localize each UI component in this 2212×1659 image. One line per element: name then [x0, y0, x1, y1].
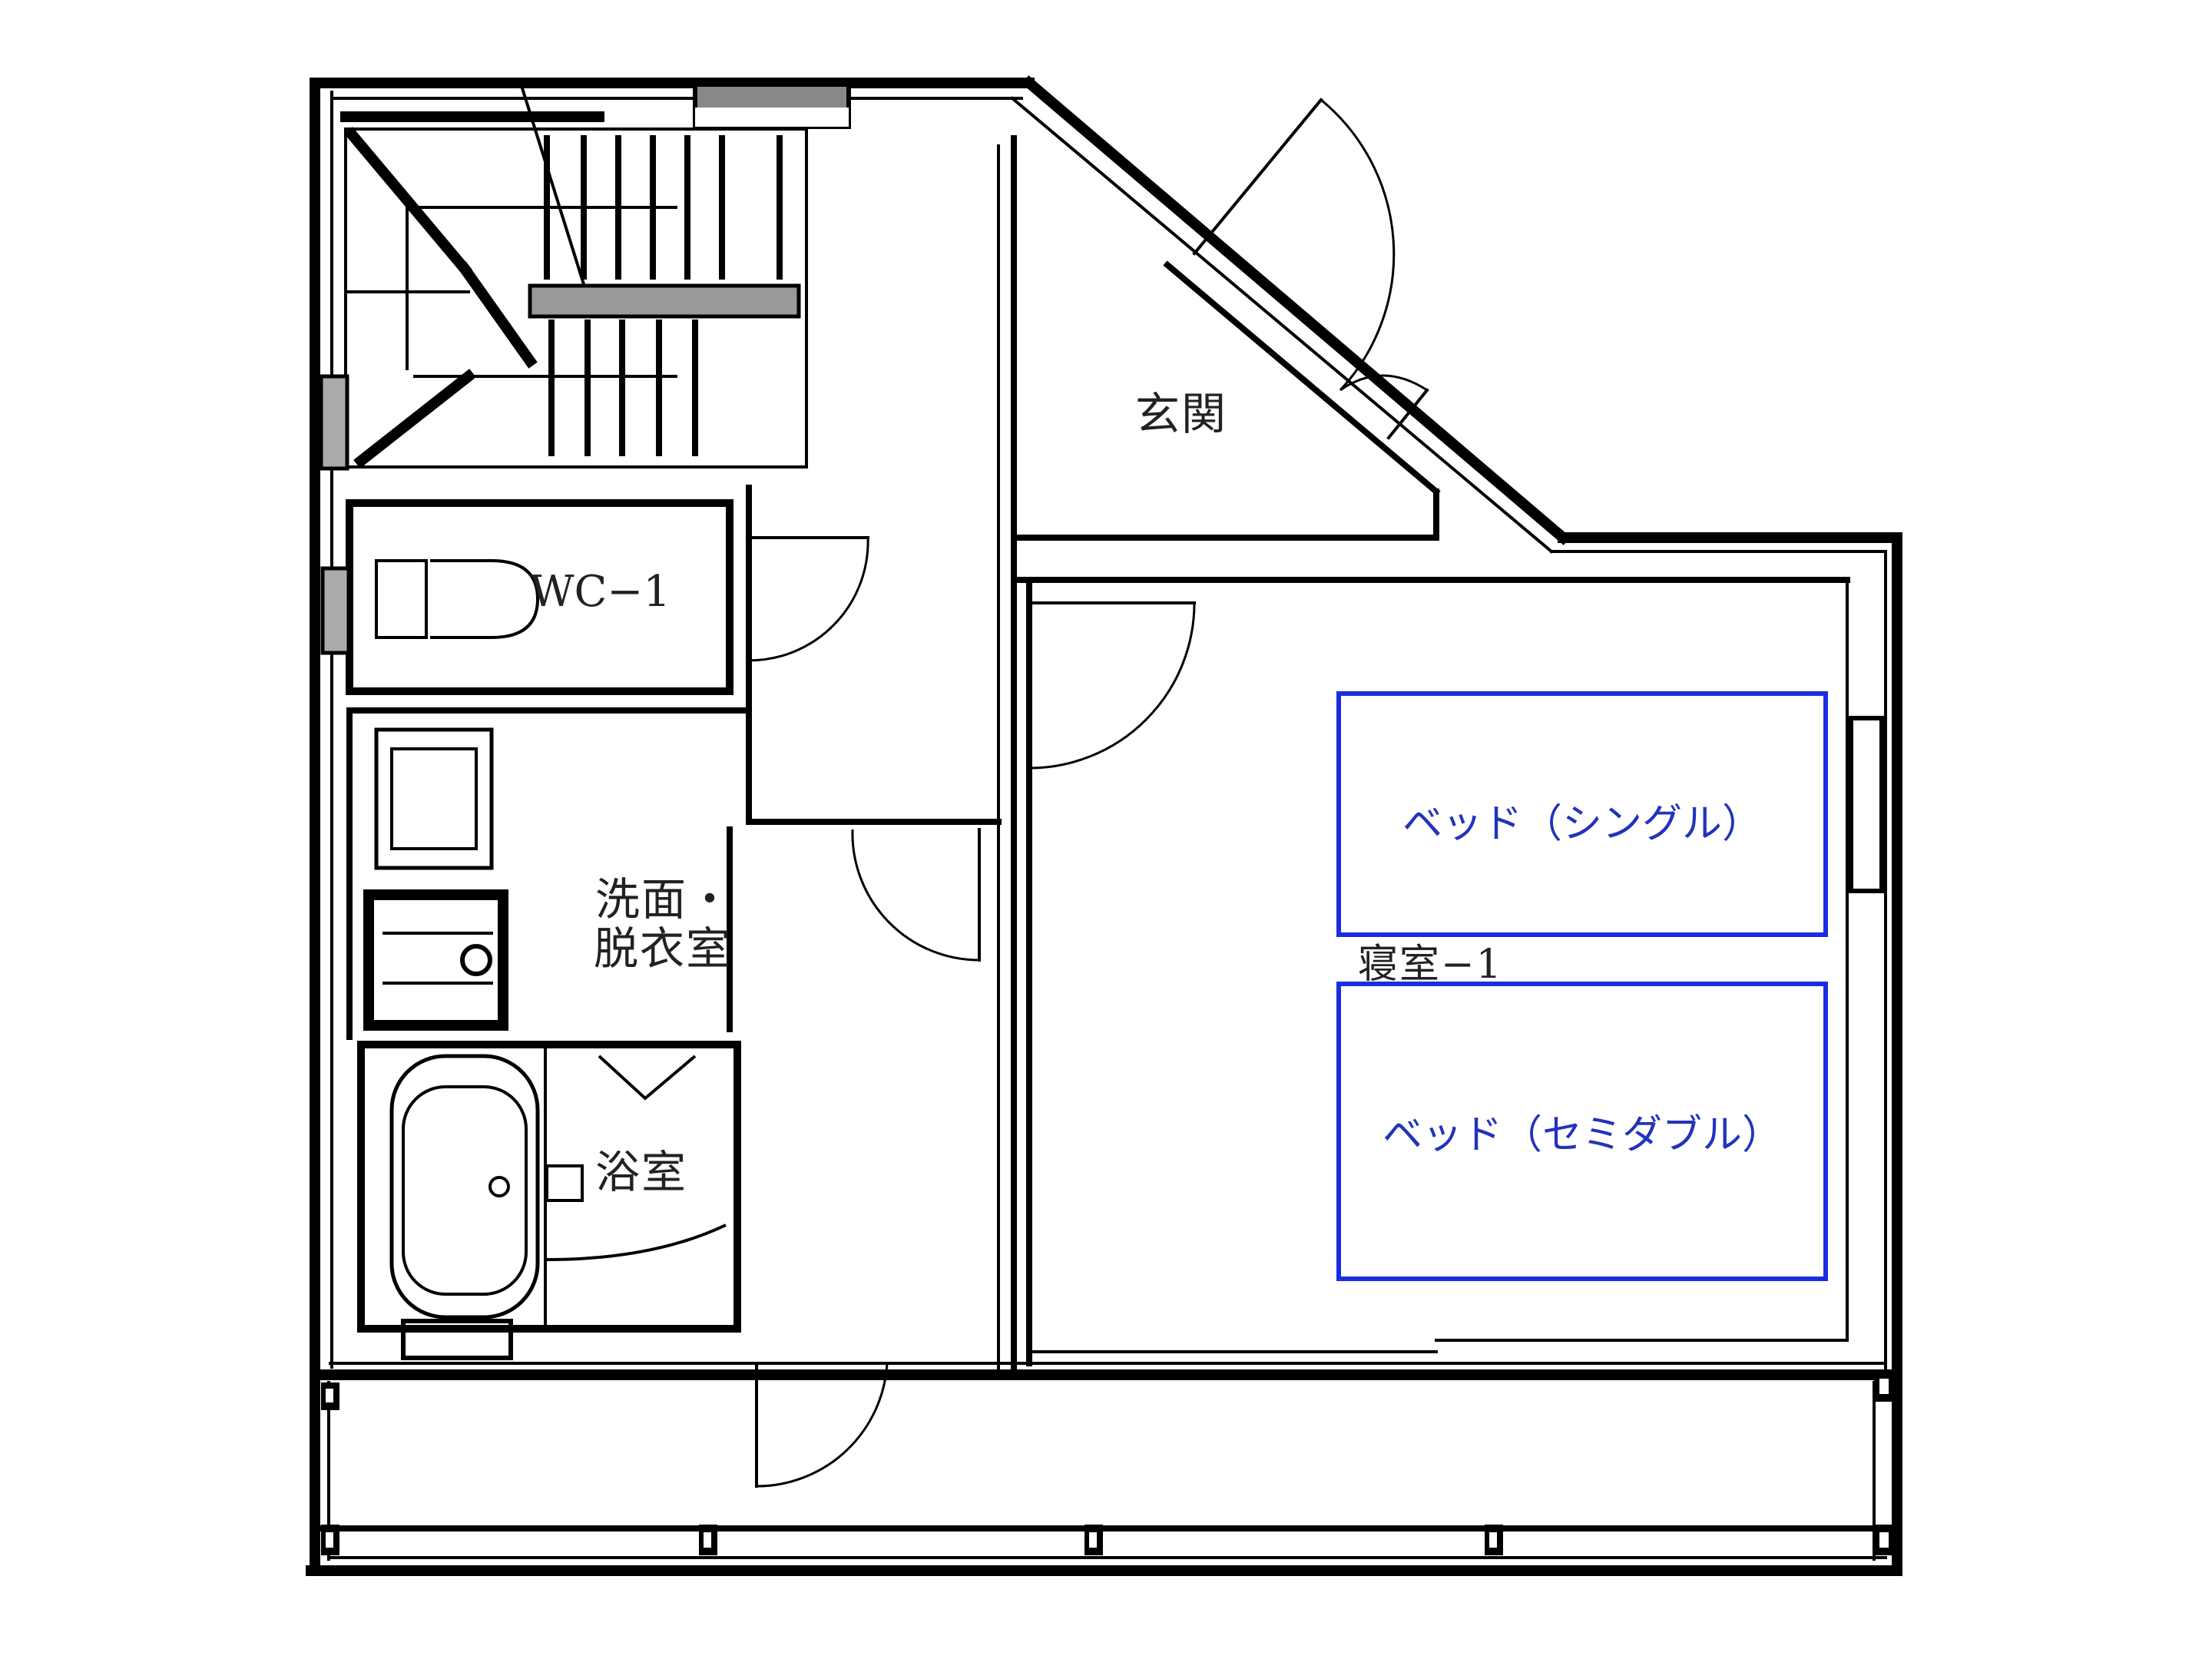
- room-label-entrance: 玄関: [1135, 388, 1228, 440]
- room-label-bathroom: 浴室: [595, 1146, 688, 1198]
- doors: [320, 98, 1884, 1488]
- room-label-washroom-line2: 脱衣室: [594, 922, 733, 975]
- interior-walls: [346, 135, 1850, 1378]
- staircase: [319, 86, 808, 471]
- bed-single-label: ベッド（シングル）: [1402, 801, 1763, 847]
- room-label-washroom-line1: 洗面・: [595, 873, 734, 926]
- balcony-posts: [321, 1371, 1896, 1555]
- bed-semidouble: [1336, 982, 1828, 1281]
- exterior-walls: [306, 75, 1902, 1576]
- room-label-bedroom: 寝室−1: [1358, 942, 1503, 988]
- bed-single: [1336, 691, 1828, 937]
- room-label-wc: WC−1: [530, 567, 671, 617]
- bed-semidouble-label: ベッド（セミダブル）: [1382, 1112, 1783, 1158]
